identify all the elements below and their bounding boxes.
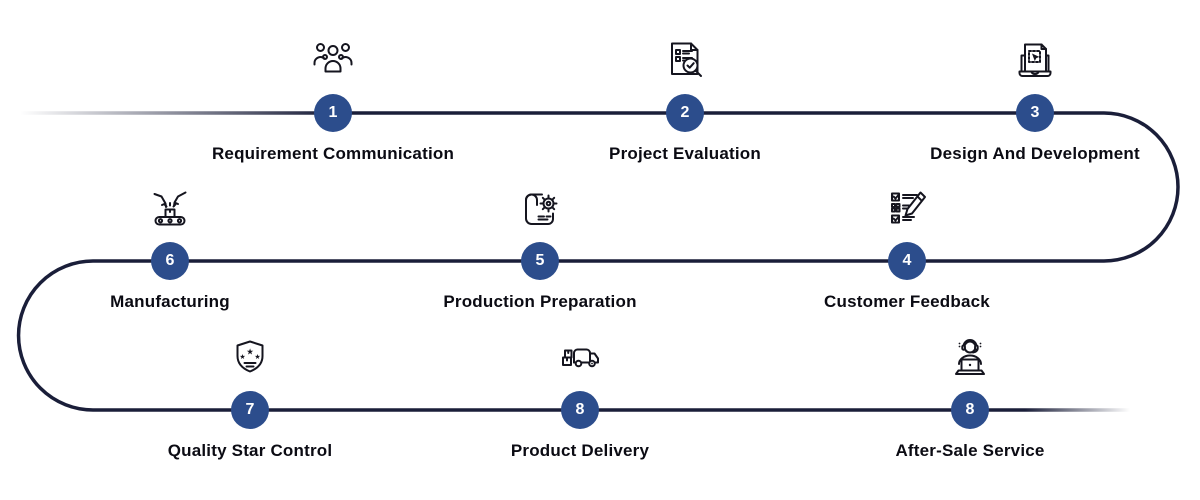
step-label: Product Delivery	[510, 441, 650, 460]
svg-text:★: ★	[254, 353, 260, 361]
step-quality-star-control: ★ ★ ★ 7 Quality Star Control	[80, 335, 420, 461]
step-label: Production Preparation	[443, 292, 637, 311]
flow-line-main	[16, 111, 1180, 412]
step-label: Quality Star Control	[167, 441, 333, 460]
step-number-badge: 2	[666, 94, 704, 132]
step-label: Manufacturing	[110, 292, 230, 311]
checklist-pencil-icon	[882, 186, 932, 234]
step-customer-feedback: 4 Customer Feedback	[737, 186, 1077, 312]
step-design-and-development: 3 Design And Development	[865, 38, 1200, 164]
step-number-badge: 8	[951, 391, 989, 429]
step-number-badge: 6	[151, 242, 189, 280]
team-icon	[308, 38, 358, 86]
step-number-badge: 4	[888, 242, 926, 280]
support-agent-icon	[945, 335, 995, 383]
step-product-delivery: 8 Product Delivery	[410, 335, 750, 461]
step-label: After-Sale Service	[895, 441, 1045, 460]
blueprint-gear-icon	[515, 186, 565, 234]
step-number-badge: 8	[561, 391, 599, 429]
step-number-badge: 1	[314, 94, 352, 132]
step-number-badge: 5	[521, 242, 559, 280]
step-manufacturing: 6 Manufacturing	[0, 186, 340, 312]
step-project-evaluation: 2 Project Evaluation	[515, 38, 855, 164]
step-label: Project Evaluation	[609, 144, 761, 163]
svg-text:★: ★	[239, 353, 245, 361]
laptop-design-icon	[1010, 38, 1060, 86]
step-number-badge: 7	[231, 391, 269, 429]
step-production-preparation: 5 Production Preparation	[370, 186, 710, 312]
step-requirement-communication: 1 Requirement Communication	[163, 38, 503, 164]
step-label: Customer Feedback	[824, 292, 990, 311]
step-number-badge: 3	[1016, 94, 1054, 132]
document-magnifier-icon	[660, 38, 710, 86]
svg-text:★: ★	[246, 348, 254, 358]
shield-stars-icon: ★ ★ ★	[225, 335, 275, 383]
step-label: Requirement Communication	[211, 144, 455, 163]
delivery-truck-icon	[555, 335, 605, 383]
robotic-arm-conveyor-icon	[145, 186, 195, 234]
step-after-sale-service: 8 After-Sale Service	[800, 335, 1140, 461]
step-label: Design And Development	[930, 144, 1140, 163]
